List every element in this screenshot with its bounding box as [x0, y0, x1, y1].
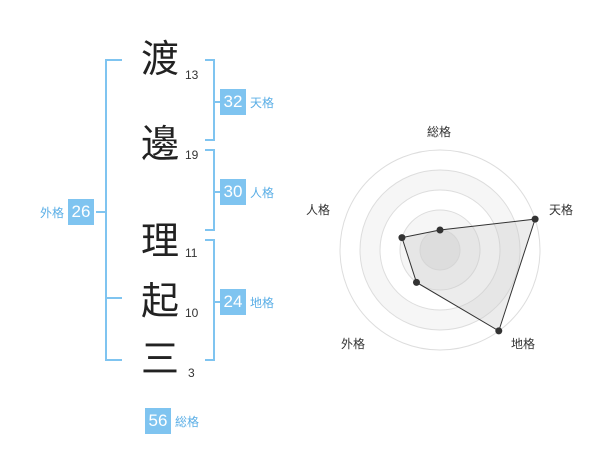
name-char-4: 起 — [141, 279, 180, 323]
radar-axis-label-soukaku: 総格 — [427, 125, 452, 139]
radar-axis-label-chikaku: 地格 — [511, 337, 536, 351]
chikaku-value: 24 — [220, 289, 246, 315]
gaikaku-value: 26 — [68, 199, 95, 225]
name-char-1: 渡 — [141, 37, 180, 81]
radar-point — [531, 215, 539, 223]
radar-axis-label-jinkaku: 人格 — [306, 203, 331, 217]
chikaku-badge: 24 地格 — [220, 289, 274, 315]
radar-polygon — [401, 218, 536, 332]
stroke-count-2: 19 — [185, 148, 199, 162]
jinkaku-value: 30 — [220, 179, 246, 205]
jinkaku-label: 人格 — [250, 185, 275, 200]
soukaku-badge: 56 総格 — [145, 408, 199, 434]
name-char-2: 邊 — [141, 122, 180, 166]
gaikaku-label: 外格 — [40, 205, 65, 220]
name-char-3: 理 — [141, 219, 180, 263]
radar-point — [412, 278, 420, 286]
stroke-count-1: 13 — [185, 68, 199, 82]
radar-axis-label-gaikaku: 外格 — [341, 337, 366, 351]
radar-axis-label-tenkaku: 天格 — [549, 203, 574, 217]
radar-point — [436, 226, 444, 234]
stroke-count-4: 10 — [185, 306, 199, 320]
tenkaku-badge: 32 天格 — [220, 89, 274, 115]
soukaku-value: 56 — [145, 408, 171, 434]
gaikaku-badge: 外格 26 — [40, 199, 95, 225]
tenkaku-value: 32 — [220, 89, 246, 115]
radar-point — [398, 234, 406, 242]
name-char-5: 三 — [141, 337, 180, 381]
jinkaku-badge: 30 人格 — [220, 179, 274, 205]
soukaku-label: 総格 — [175, 414, 200, 429]
tenkaku-label: 天格 — [250, 95, 275, 110]
stroke-count-5: 3 — [188, 366, 195, 380]
radar-point — [495, 327, 503, 335]
chikaku-label: 地格 — [250, 295, 275, 310]
stroke-count-3: 11 — [185, 246, 198, 260]
